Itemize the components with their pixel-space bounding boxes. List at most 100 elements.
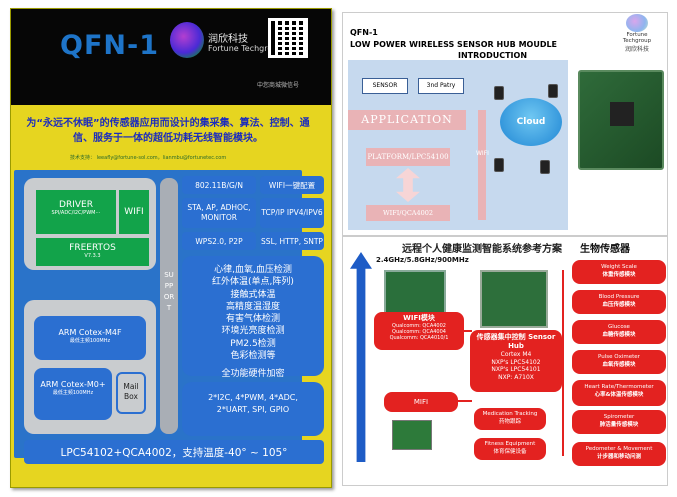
medication-box: Medication Tracking 药物跟踪 bbox=[474, 408, 546, 430]
sensor-spirometer: Spirometer 肺活量传感模块 bbox=[572, 410, 666, 434]
biosensor-title: 生物传感器 bbox=[580, 244, 630, 255]
phone-icon bbox=[540, 160, 550, 174]
phone-icon bbox=[548, 84, 558, 98]
support-bar bbox=[160, 178, 178, 434]
health-features-block: 心律,血氧,血压检测 红外体温(单点,阵列) 接触式体温 高精度温湿度 有害气体… bbox=[182, 256, 324, 379]
phone-icon bbox=[494, 158, 504, 172]
contact-line: 技术支持： leeafly@fortune-sol.com，lianmbu@fo… bbox=[70, 155, 227, 161]
net-feature-1: 802.11B/G/N bbox=[182, 176, 256, 194]
arm-m4-title: ARM Cotex-M4F bbox=[58, 328, 122, 337]
net-feature-2: WIFI一键配置 bbox=[260, 176, 324, 194]
wifi-block: WIFI bbox=[119, 190, 149, 234]
sensor-cn: 肺活量传感模块 bbox=[599, 422, 639, 428]
medication-en: Medication Tracking bbox=[482, 411, 538, 417]
sensor-hub-line: NXP: A710X bbox=[498, 373, 534, 381]
wifi-module-line: Qualcomm: QCA4002 bbox=[392, 323, 446, 329]
sensor-pedometer: Pedometer & Movement 计步器和移动问测 bbox=[572, 442, 666, 466]
support-label: SUPPORT bbox=[163, 271, 175, 312]
wifi-module-box: WIFI模块 Qualcomm: QCA4002 Qualcomm: QCA40… bbox=[374, 312, 464, 350]
wechat-label: 中您商城微信号 bbox=[257, 82, 300, 89]
arm-m0-title: ARM Cotex-M0+ bbox=[40, 380, 106, 389]
wifi-module-line: Qualcomm: QCA4004 bbox=[392, 329, 446, 335]
arm-m0-sub: 最低主频100MHz bbox=[52, 390, 94, 396]
health-line: 全功能硬件加密 bbox=[221, 369, 285, 380]
sensor-en: Heart Rate/Thermometer bbox=[584, 384, 654, 390]
io-line: 2*I2C, 4*PWM, 4*ADC, bbox=[208, 393, 298, 402]
health-line: 心律,血氧,血压检测 bbox=[214, 265, 292, 275]
health-line: 有害气体检测 bbox=[225, 314, 280, 325]
arm-m4-sub: 最低主频100MHz bbox=[69, 338, 111, 344]
mifi-box: MIFI bbox=[384, 392, 458, 412]
io-block: 2*I2C, 4*PWM, 4*ADC, 2*UART, SPI, GPIO bbox=[182, 382, 324, 436]
connector-line bbox=[548, 360, 564, 362]
rtos-title: FREERTOS bbox=[69, 243, 116, 253]
cloud-icon: Cloud bbox=[500, 98, 562, 146]
intro-title-1: QFN-1 bbox=[350, 28, 378, 37]
wifi-module-title: WIFI模块 bbox=[403, 314, 435, 322]
wifi-link-bar bbox=[478, 110, 486, 220]
sensor-hub-title: 传感器集中控制 Sensor Hub bbox=[476, 333, 556, 350]
sensor-box: SENSOR bbox=[362, 78, 408, 94]
sensor-cn: 血氧传感模块 bbox=[602, 362, 636, 368]
sensor-en: Spirometer bbox=[603, 414, 635, 420]
sensor-hub-photo bbox=[480, 270, 548, 328]
arm-m0-block: ARM Cotex-M0+ 最低主频100MHz bbox=[34, 368, 112, 420]
wifi-module-line: Qualcomm: QCA4010/1 bbox=[389, 335, 449, 341]
sensor-cn: 血糖传感模块 bbox=[602, 332, 636, 338]
intro-title-2: LOW POWER WIRELESS SENSOR HUB MOUDLE bbox=[350, 40, 558, 49]
brand-logo-icon bbox=[170, 22, 204, 58]
sensor-cn: 心率&体温传感模块 bbox=[594, 392, 644, 398]
sensor-en: Weight Scale bbox=[601, 264, 637, 270]
fortune-logo-icon bbox=[626, 14, 648, 32]
net-feature-3: STA, AP, ADHOC, MONITOR bbox=[182, 198, 256, 228]
application-layer: APPLICATION bbox=[348, 110, 466, 130]
sensor-heart-rate: Heart Rate/Thermometer 心率&体温传感模块 bbox=[572, 380, 666, 406]
sensor-hub-line: NXP's LPC54101 bbox=[491, 366, 541, 373]
fitness-cn: 体育保健设备 bbox=[493, 449, 527, 455]
medication-cn: 药物跟踪 bbox=[498, 419, 521, 425]
sensor-cn: 体重传感模块 bbox=[602, 272, 636, 278]
health-line: 色彩检测等 bbox=[230, 351, 276, 362]
health-line: 红外体温(单点,阵列) bbox=[212, 277, 294, 288]
slogan: 为“永远不休眠”的传感器应用而设计的集采集、算法、控制、通信、服务于一体的超低功… bbox=[26, 118, 310, 144]
sensor-weight-scale: Weight Scale 体重传感模块 bbox=[572, 260, 666, 284]
qr-code-icon bbox=[268, 18, 308, 58]
module-board-photo bbox=[578, 70, 664, 170]
driver-title: DRIVER bbox=[59, 200, 93, 210]
health-line: 环境光亮度检测 bbox=[221, 326, 285, 337]
driver-block: DRIVER SPI/ADC/I2C/PWM⋯ bbox=[36, 190, 116, 234]
sensor-en: Pedometer & Movement bbox=[585, 446, 653, 452]
third-party-box: 3nd Patry bbox=[418, 78, 464, 94]
product-title: QFN-1 bbox=[60, 30, 159, 61]
sensor-glucose: Glucose 血糖传感模块 bbox=[572, 320, 666, 344]
fortune-logo-cn: 润欣科技 bbox=[624, 46, 649, 53]
sensor-en: Glucose bbox=[608, 324, 630, 330]
sensor-cn: 血压传感模块 bbox=[602, 302, 636, 308]
sensor-hub-line: NXP's LPC54102 bbox=[491, 358, 541, 366]
fortune-logo: Fortune Techgroup 润欣科技 bbox=[612, 14, 662, 54]
brand-name-en: Fortune Techgroup bbox=[208, 44, 283, 53]
platform-layer: PLATFORM/LPC54100 bbox=[366, 148, 450, 166]
sensor-hub-line: Cortex M4 bbox=[500, 351, 532, 358]
mifi-photo bbox=[392, 420, 432, 450]
health-line: 接触式体温 bbox=[230, 289, 276, 300]
connector-line bbox=[464, 330, 472, 332]
wifi-layer: WIFI/QCA4002 bbox=[366, 205, 450, 221]
intro-title-3: INTRODUCTION bbox=[458, 51, 528, 60]
sensor-en: Blood Pressure bbox=[598, 294, 640, 300]
fitness-box: Fitness Equipment 体育保健设备 bbox=[474, 438, 546, 460]
fortune-logo-en: Fortune Techgroup bbox=[622, 32, 652, 44]
frequency-label: 2.4GHz/5.8GHz/900MHz bbox=[376, 256, 469, 264]
io-line: 2*UART, SPI, GPIO bbox=[216, 405, 290, 414]
sensor-hub-box: 传感器集中控制 Sensor Hub Cortex M4 NXP's LPC54… bbox=[470, 330, 562, 392]
connector-line bbox=[562, 270, 564, 456]
rtos-block: FREERTOS V7.3.3 bbox=[36, 238, 149, 266]
phone-icon bbox=[494, 86, 504, 100]
chip-spec-bar: LPC54102+QCA4002，支持温度-40° ~ 105° bbox=[24, 440, 324, 464]
rtos-version: V7.3.3 bbox=[84, 253, 101, 259]
connector-line bbox=[458, 400, 472, 402]
driver-subtitle: SPI/ADC/I2C/PWM⋯ bbox=[51, 210, 101, 216]
sensor-cn: 计步器和移动问测 bbox=[596, 454, 641, 460]
wifi-module-photo bbox=[384, 270, 446, 314]
net-feature-6: SSL, HTTP, SNTP bbox=[260, 232, 324, 250]
